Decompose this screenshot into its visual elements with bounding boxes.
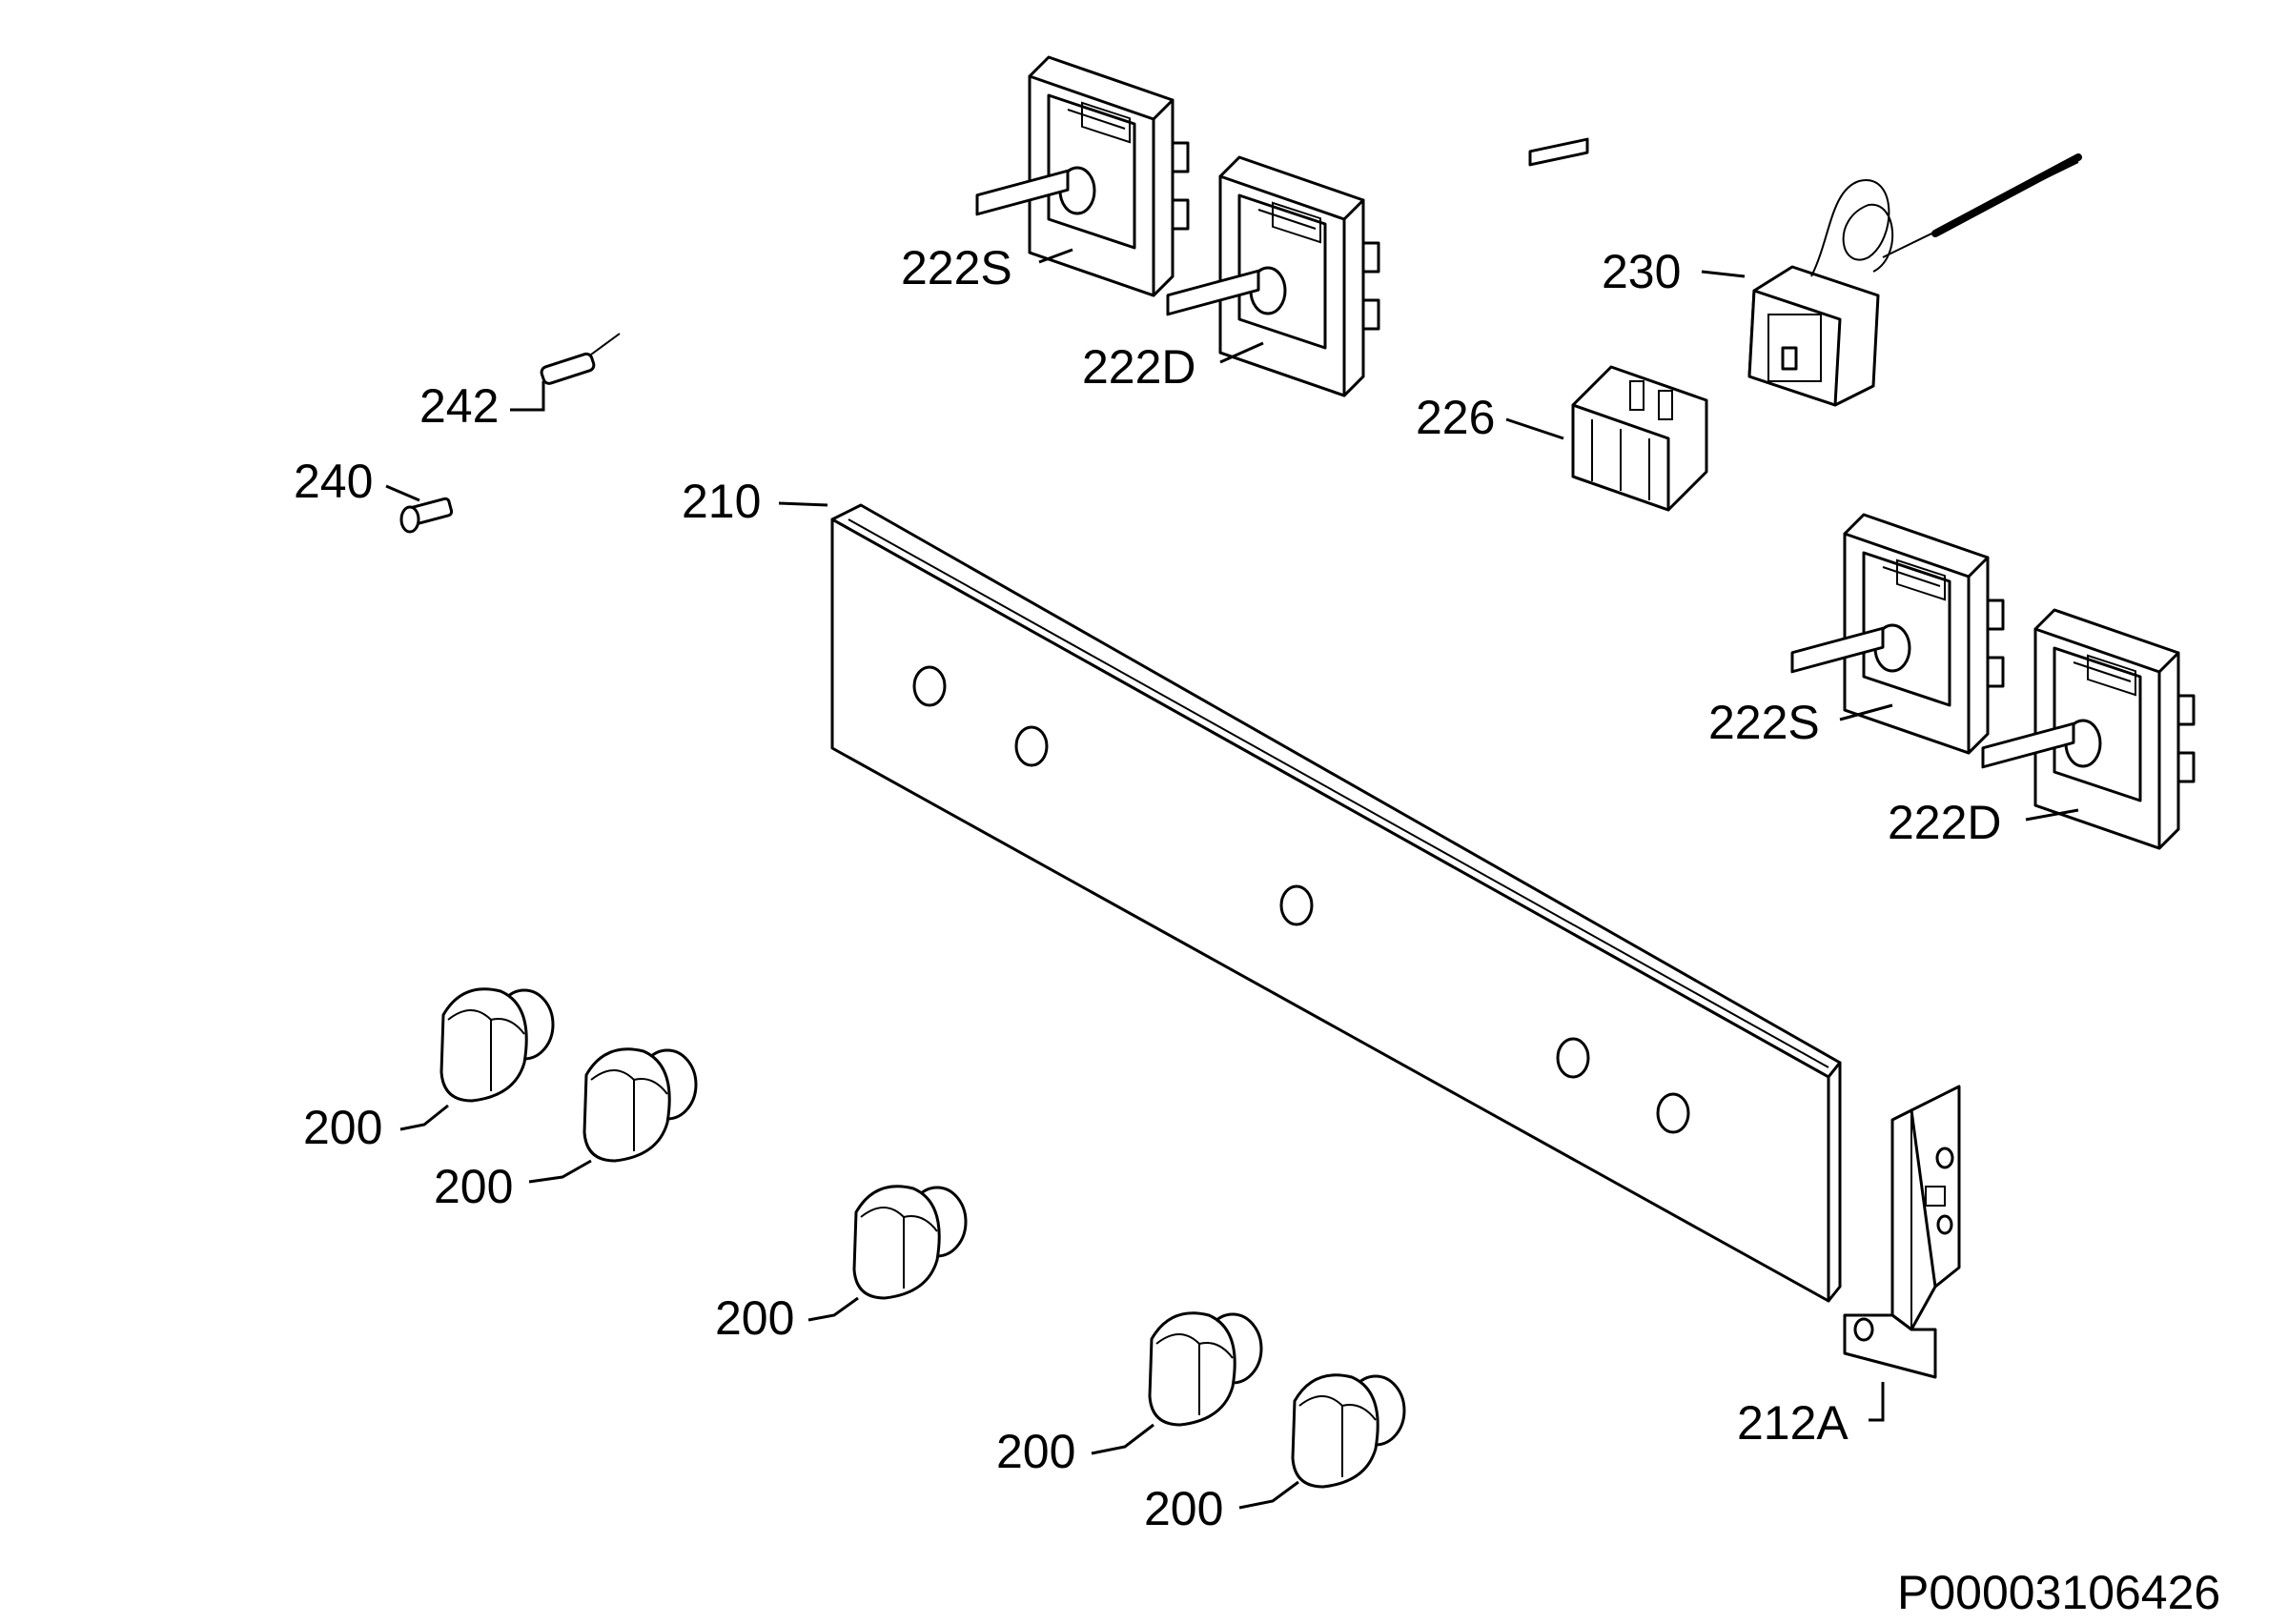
label-222s-right: 222S bbox=[1708, 696, 1820, 749]
control-knob-3 bbox=[852, 1185, 968, 1300]
panel-hole-2 bbox=[1014, 725, 1049, 767]
leader-knob-3 bbox=[807, 1296, 859, 1322]
selector-switch-226 bbox=[1528, 137, 1708, 512]
label-222d-top: 222D bbox=[1082, 340, 1196, 394]
leader-226 bbox=[1505, 417, 1564, 440]
label-knob-4: 200 bbox=[996, 1425, 1075, 1478]
control-knob-4 bbox=[1148, 1311, 1263, 1427]
label-222d-right: 222D bbox=[1888, 796, 2002, 849]
bracket-212a bbox=[1843, 1085, 1961, 1379]
label-knob-1: 200 bbox=[303, 1101, 382, 1154]
panel-hole-1 bbox=[912, 665, 947, 707]
leader-212a bbox=[1869, 1382, 1885, 1422]
panel-hole-3 bbox=[1279, 884, 1314, 926]
energy-regulator-222s-right bbox=[1790, 513, 2005, 755]
leader-knob-1 bbox=[399, 1104, 449, 1131]
thermostat-230 bbox=[1747, 153, 2082, 407]
lamp-pin-242 bbox=[540, 333, 621, 385]
label-knob-5: 200 bbox=[1144, 1482, 1223, 1535]
leader-knob-4 bbox=[1091, 1423, 1154, 1455]
label-242: 242 bbox=[419, 379, 499, 433]
leader-242 bbox=[510, 381, 545, 412]
label-230: 230 bbox=[1602, 245, 1681, 298]
leader-230 bbox=[1701, 270, 1746, 278]
label-222s-top: 222S bbox=[901, 241, 1012, 294]
leader-222s-top bbox=[1038, 248, 1073, 264]
label-210: 210 bbox=[682, 475, 761, 528]
panel-hole-5 bbox=[1656, 1092, 1690, 1134]
label-212a: 212A bbox=[1737, 1396, 1849, 1450]
drawing-number: P00003106426 bbox=[1897, 1566, 2220, 1619]
leader-240 bbox=[385, 484, 420, 502]
panel-hole-4 bbox=[1556, 1037, 1590, 1079]
control-panel-210 bbox=[830, 503, 1842, 1303]
control-knob-1 bbox=[439, 987, 555, 1103]
label-240: 240 bbox=[294, 455, 373, 508]
label-226: 226 bbox=[1416, 391, 1495, 444]
leader-222d-right bbox=[2025, 808, 2079, 822]
energy-regulator-222d-top bbox=[1166, 155, 1380, 397]
control-knob-5 bbox=[1291, 1373, 1406, 1489]
control-knob-2 bbox=[582, 1047, 698, 1163]
leader-222d-top bbox=[1219, 341, 1264, 364]
energy-regulator-222d-right bbox=[1981, 608, 2196, 850]
screw-240 bbox=[399, 497, 454, 534]
leader-knob-5 bbox=[1238, 1480, 1299, 1510]
leader-222s-right bbox=[1839, 703, 1893, 721]
leader-knob-2 bbox=[528, 1159, 592, 1184]
label-knob-2: 200 bbox=[434, 1160, 513, 1213]
leader-210 bbox=[778, 501, 828, 507]
label-knob-3: 200 bbox=[715, 1291, 794, 1345]
